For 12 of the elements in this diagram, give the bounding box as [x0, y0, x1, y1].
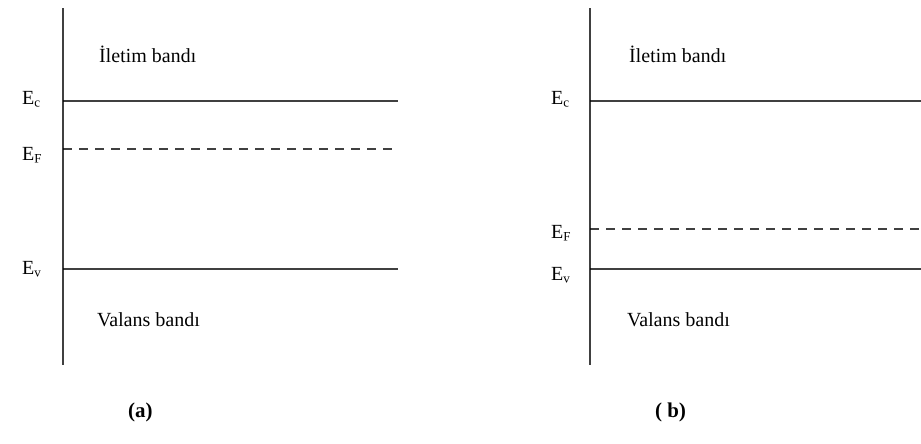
energy-level-label: E$_{v}$ [551, 264, 570, 284]
energy-level-label: E$_{F}$ [22, 144, 42, 164]
band-label: İletim bandı [629, 46, 726, 66]
energy-level-label: E$_{c}$ [22, 88, 40, 108]
panel-label: (a) [128, 400, 152, 421]
band-label: Valans bandı [627, 310, 730, 330]
energy-level-label: E$_{v}$ [22, 258, 41, 278]
band-label: İletim bandı [99, 46, 196, 66]
energy-level-label: E$_{c}$ [551, 88, 569, 108]
panel-label: ( b) [655, 400, 686, 421]
energy-level-label: E$_{F}$ [551, 222, 570, 242]
band-label: Valans bandı [97, 310, 200, 330]
